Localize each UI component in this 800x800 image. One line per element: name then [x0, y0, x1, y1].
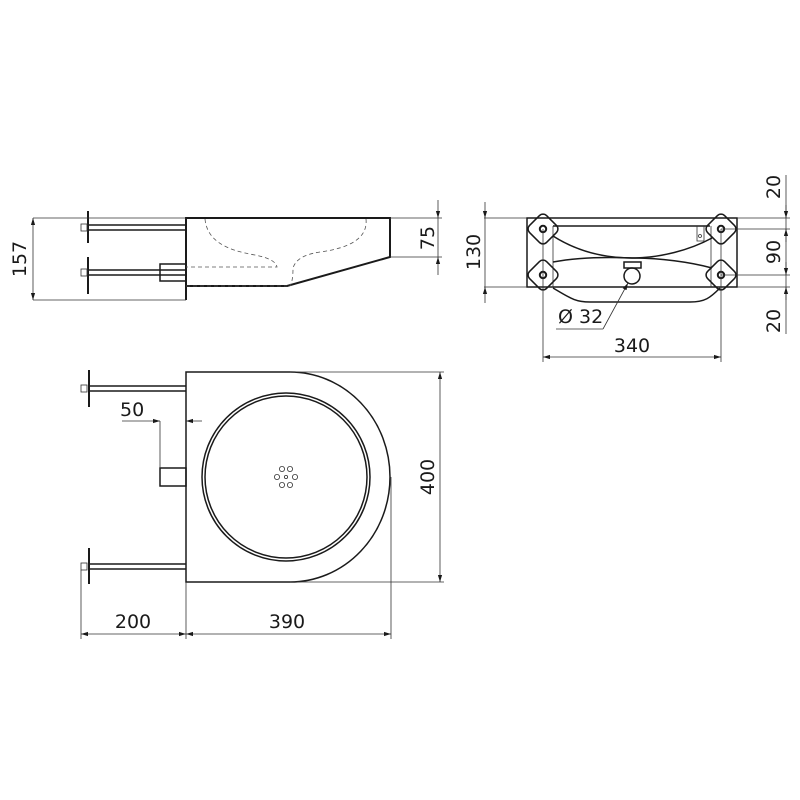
dim-label-157: 157	[9, 241, 31, 277]
front-view: 130 20 90 20 Ø 32 340	[463, 175, 790, 362]
dim-label-130: 130	[463, 234, 485, 270]
dimension-130: 130	[463, 202, 527, 303]
drain-outlet	[623, 261, 642, 285]
dim-label-20-bottom: 20	[763, 309, 785, 333]
side-view: 157 75	[9, 200, 442, 301]
dim-label-90: 90	[763, 240, 785, 264]
front-frame	[526, 217, 738, 288]
basin-top-outline	[185, 371, 391, 583]
dimension-340: 340	[542, 229, 722, 362]
dim-label-20-top: 20	[763, 175, 785, 199]
dimension-right-stack: 20 90 20	[721, 175, 790, 334]
waste-pipe	[159, 467, 187, 487]
wall-bolt-upper	[80, 211, 186, 243]
bowl-hidden-line-right	[289, 218, 367, 287]
bowl-hidden-line	[186, 218, 278, 268]
dimension-157: 157	[9, 217, 186, 301]
wall-bolt-lower	[80, 257, 187, 294]
dim-label-340: 340	[614, 335, 650, 357]
dimension-200-390: 200 390	[80, 477, 392, 639]
dim-label-drain: Ø 32	[558, 306, 603, 328]
dim-label-200: 200	[115, 611, 151, 633]
dim-label-75: 75	[417, 226, 439, 250]
dim-label-400: 400	[417, 459, 439, 495]
dimension-75: 75	[390, 200, 442, 275]
wall-bolt-top	[80, 370, 186, 407]
dim-label-390: 390	[269, 611, 305, 633]
dimension-drain-diameter: Ø 32	[556, 282, 629, 330]
bowl-rim-inner	[204, 395, 368, 559]
dimension-400: 400	[290, 371, 444, 583]
bowl-rim-outer	[201, 392, 371, 562]
dimension-50: 50	[120, 399, 202, 468]
wall-bolt-bottom	[80, 548, 186, 584]
dim-label-50: 50	[120, 399, 144, 421]
basin-side-outline	[185, 217, 391, 300]
top-view: 50 400 200 390	[80, 370, 444, 639]
drain-holes	[273, 465, 298, 488]
